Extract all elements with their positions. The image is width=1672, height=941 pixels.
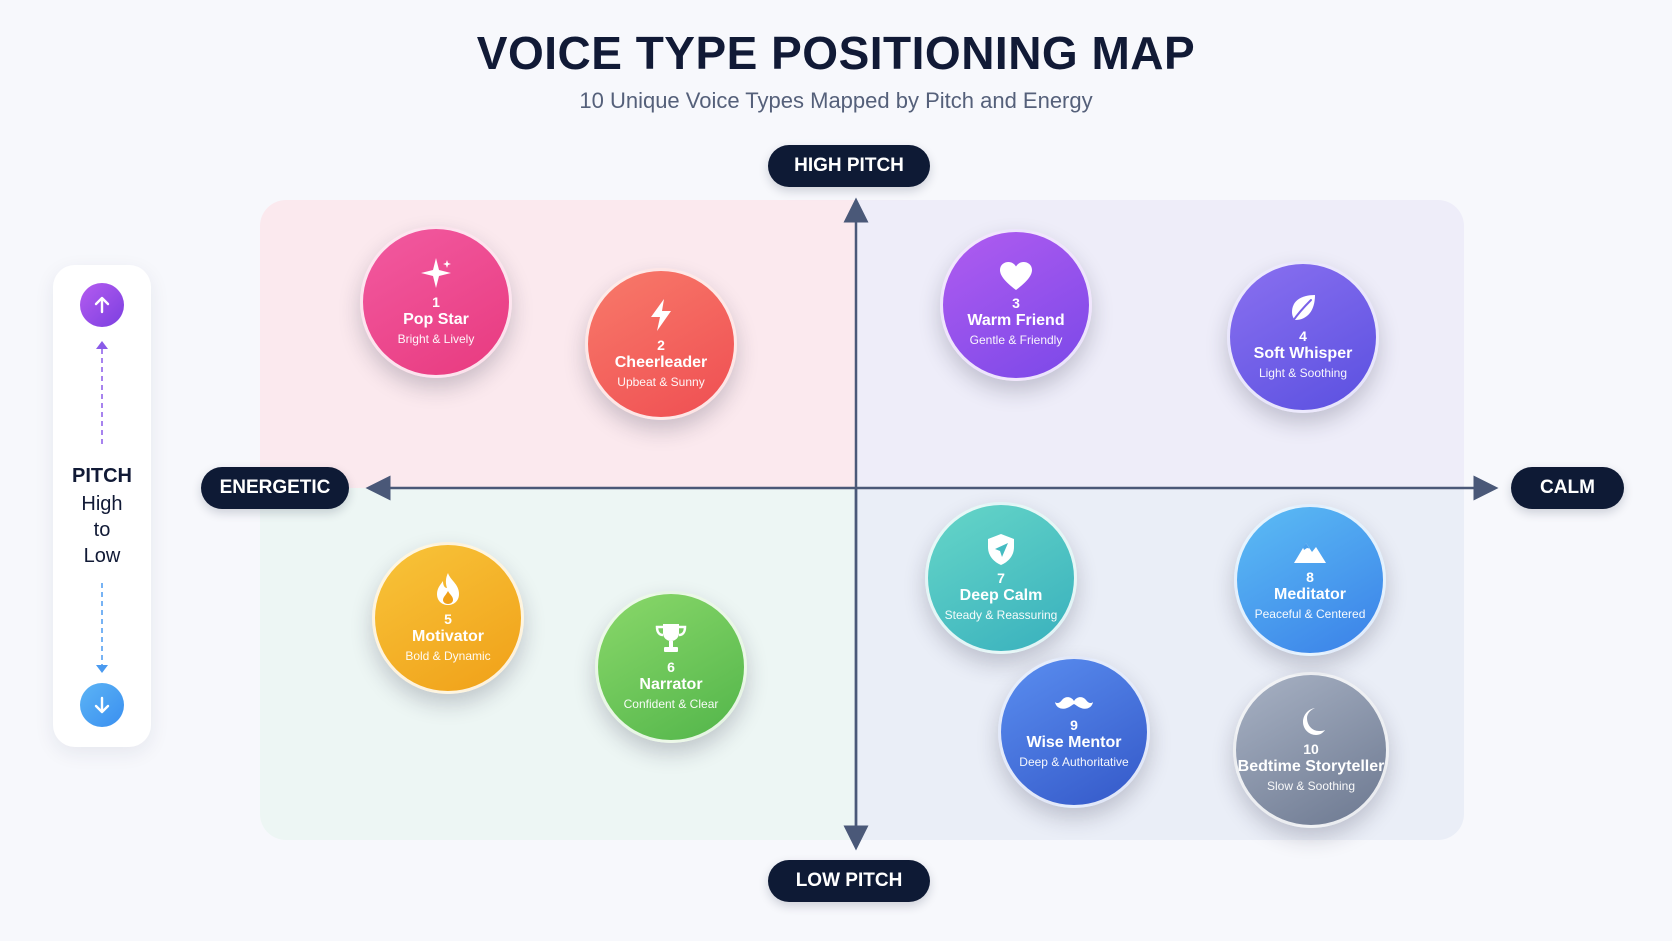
trophy-icon — [655, 624, 687, 652]
voice-number: 2 — [657, 337, 665, 353]
axis-label-calm: CALM — [1511, 467, 1624, 509]
voice-name: Bedtime Storyteller — [1237, 758, 1385, 775]
voice-narrator[interactable]: 6 Narrator Confident & Clear — [595, 591, 747, 743]
voice-pop-star[interactable]: 1 Pop Star Bright & Lively — [360, 226, 512, 378]
legend-to: to — [93, 519, 111, 541]
voice-description: Bright & Lively — [397, 332, 475, 346]
shield-icon — [988, 534, 1014, 565]
voice-deep-calm[interactable]: 7 Deep Calm Steady & Reassuring — [925, 502, 1077, 654]
quadrant-energetic-high — [260, 200, 856, 488]
voice-name: Motivator — [412, 628, 484, 645]
voice-number: 4 — [1299, 328, 1307, 344]
voice-number: 3 — [1012, 295, 1020, 311]
voice-wise-mentor[interactable]: 9 Wise Mentor Deep & Authoritative — [998, 656, 1150, 808]
mustache-icon — [1055, 697, 1093, 709]
flame-icon — [437, 573, 459, 605]
page-title: VOICE TYPE POSITIONING MAP — [476, 27, 1196, 79]
axis-label-high-pitch: HIGH PITCH — [768, 145, 930, 187]
legend-low: Low — [83, 545, 121, 567]
voice-cheerleader[interactable]: 2 Cheerleader Upbeat & Sunny — [585, 268, 737, 420]
axis-label-low-pitch: LOW PITCH — [768, 860, 930, 902]
page-subtitle: 10 Unique Voice Types Mapped by Pitch an… — [579, 88, 1093, 113]
voice-name: Wise Mentor — [1026, 734, 1122, 751]
arrow-up-icon — [80, 283, 124, 327]
voice-description: Light & Soothing — [1258, 366, 1348, 380]
lightning-icon — [651, 299, 671, 331]
voice-description: Slow & Soothing — [1266, 779, 1356, 793]
voice-warm-friend[interactable]: 3 Warm Friend Gentle & Friendly — [940, 229, 1092, 381]
voice-number: 5 — [444, 611, 452, 627]
voice-number: 7 — [997, 570, 1005, 586]
heart-icon — [1000, 262, 1032, 290]
voice-description: Gentle & Friendly — [969, 333, 1063, 347]
voice-number: 1 — [432, 294, 440, 310]
pitch-legend: PITCH High to Low — [53, 265, 151, 747]
voice-description: Deep & Authoritative — [1019, 755, 1129, 769]
leaf-icon — [1292, 295, 1315, 322]
voice-description: Bold & Dynamic — [405, 649, 491, 663]
mountain-icon — [1294, 543, 1326, 563]
voice-name: Meditator — [1274, 586, 1346, 603]
voice-number: 9 — [1070, 717, 1078, 733]
legend-title: PITCH — [72, 465, 132, 487]
voice-meditator[interactable]: 8 Meditator Peaceful & Centered — [1234, 504, 1386, 656]
voice-motivator[interactable]: 5 Motivator Bold & Dynamic — [372, 542, 524, 694]
voice-name: Cheerleader — [614, 354, 708, 371]
voice-name: Pop Star — [403, 311, 469, 328]
voice-soft-whisper[interactable]: 4 Soft Whisper Light & Soothing — [1227, 261, 1379, 413]
voice-number: 6 — [667, 659, 675, 675]
arrow-down-icon — [80, 683, 124, 727]
sparkle-icon — [421, 258, 451, 288]
voice-description: Peaceful & Centered — [1254, 607, 1366, 621]
voice-name: Narrator — [639, 676, 703, 693]
legend-dashed-lines — [96, 341, 108, 673]
voice-description: Confident & Clear — [623, 697, 719, 711]
legend-high: High — [81, 493, 123, 515]
voice-bedtime-storyteller[interactable]: 10 Bedtime Storyteller Slow & Soothing — [1233, 672, 1389, 828]
quadrant-energetic-low — [260, 488, 856, 840]
voice-number: 10 — [1303, 741, 1319, 757]
voice-name: Soft Whisper — [1253, 345, 1353, 362]
axis-label-energetic: ENERGETIC — [201, 467, 349, 509]
voice-description: Steady & Reassuring — [944, 608, 1058, 622]
voice-description: Upbeat & Sunny — [617, 375, 705, 389]
voice-name: Deep Calm — [959, 587, 1043, 604]
voice-name: Warm Friend — [967, 312, 1065, 329]
voice-number: 8 — [1306, 569, 1314, 585]
moon-icon — [1303, 708, 1325, 735]
